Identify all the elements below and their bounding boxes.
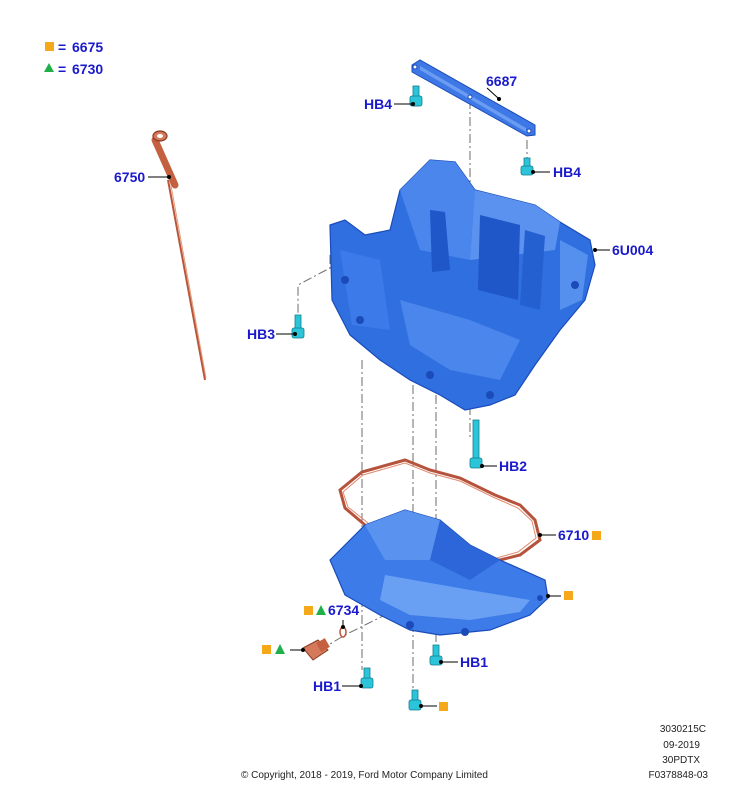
legend-equals-2: = [58,61,66,77]
square-symbol-plug [262,645,271,654]
bolt-hb2 [469,419,483,469]
legend-square-symbol [45,42,54,51]
callout-6687: 6687 [486,73,517,89]
square-symbol-6734 [304,606,313,615]
callout-hb1-left: HB1 [313,678,341,694]
leader-lines [148,87,610,708]
footer-code-3: F0378848-03 [649,770,709,781]
drain-plug [302,626,347,661]
legend-square-code: 6675 [72,39,103,55]
footer: © Copyright, 2018 - 2019, Ford Motor Com… [241,724,708,781]
bolt-hb1-left [360,667,374,689]
callout-hb3: HB3 [247,326,275,342]
legend-triangle-code: 6730 [72,61,103,77]
callout-hb4-top: HB4 [364,96,392,112]
material-symbols [262,531,601,711]
callout-hb4-right: HB4 [553,164,581,180]
triangle-symbol-6734 [316,605,326,615]
dipstick [151,130,207,381]
legend: = 6675 = 6730 [44,39,103,77]
footer-date: 09-2019 [663,740,700,751]
footer-copyright: © Copyright, 2018 - 2019, Ford Motor Com… [241,770,488,781]
callout-hb2: HB2 [499,458,527,474]
callout-6750: 6750 [114,169,145,185]
callout-labels: 6687 HB4 HB4 6750 6U004 HB3 HB2 6710 673… [114,73,653,694]
baffle-bracket [411,59,536,137]
callout-6734: 6734 [328,602,359,618]
bolt-hb4-right [520,157,534,176]
triangle-symbol-plug [275,644,285,654]
footer-code-1: 3030215C [660,724,706,735]
callout-hb1-right: HB1 [460,654,488,670]
square-symbol-pan [564,591,573,600]
footer-code-2: 30PDTX [662,755,700,766]
legend-equals-1: = [58,39,66,55]
square-symbol-6710 [592,531,601,540]
lower-oil-pan [329,509,549,636]
legend-triangle-symbol [44,63,54,72]
callout-6710: 6710 [558,527,589,543]
upper-oil-pan [329,159,596,411]
callout-6u004: 6U004 [612,242,653,258]
bolt-bottom [408,689,422,711]
square-symbol-bottom-bolt [439,702,448,711]
